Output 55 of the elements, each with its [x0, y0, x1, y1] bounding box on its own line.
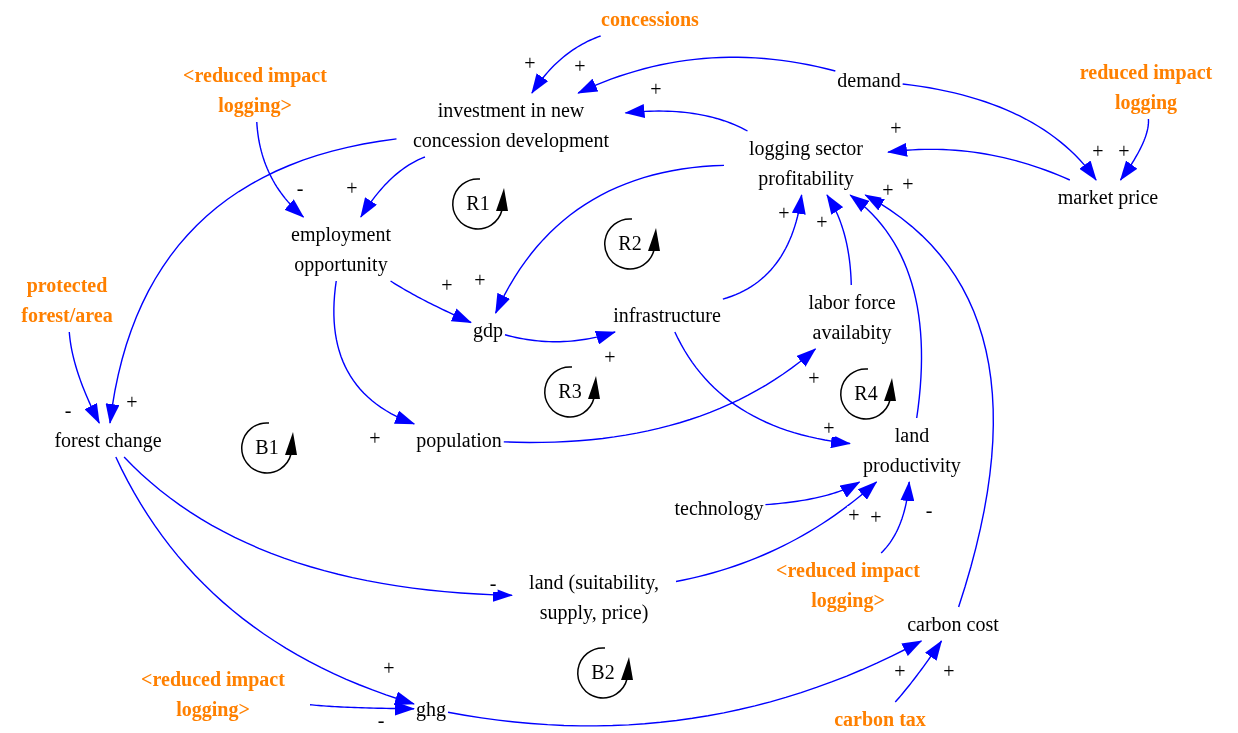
causal-link-arrow [894, 640, 943, 703]
causal-link-arrow [309, 701, 415, 716]
causal-link-arrow [880, 481, 915, 554]
loop-label: R1 [466, 192, 490, 214]
causal-link-arrow [360, 156, 426, 218]
variable-label: land productivity [852, 420, 972, 480]
loop-label: B2 [591, 661, 615, 683]
variable-label: technology [674, 493, 764, 523]
loop-label: B1 [255, 436, 279, 458]
variable-label: infrastructure [613, 300, 721, 330]
polarity-sign: + [822, 419, 836, 437]
causal-link-arrow [887, 142, 1071, 181]
causal-link-arrow [1119, 118, 1150, 181]
variable-label: population [416, 425, 502, 455]
causal-link-arrow [826, 194, 852, 286]
policy-variable-label: carbon tax [834, 704, 926, 733]
policy-variable-label: <reduced impact logging> [118, 664, 308, 724]
variable-label: forest change [54, 425, 162, 455]
variable-label: land (suitability, supply, price) [514, 567, 674, 627]
causal-link-arrow [68, 331, 100, 424]
variable-label: investment in new concession development [398, 95, 624, 155]
causal-link-arrow [864, 194, 994, 608]
causal-link-arrow [123, 456, 513, 602]
policy-variable-label: protected forest/area [7, 270, 127, 330]
causal-link-arrow [722, 194, 806, 300]
causal-link-arrow [105, 138, 398, 424]
causal-link-arrow [115, 456, 415, 705]
causal-link-arrow [849, 194, 923, 419]
loop-label: R2 [618, 232, 642, 254]
policy-variable-label: <reduced impact logging> [160, 60, 350, 120]
polarity-sign: + [881, 181, 895, 199]
causal-link-arrow [333, 280, 416, 425]
causal-link-arrow [674, 331, 851, 449]
causal-link-arrow [256, 121, 305, 218]
causal-link-arrow [531, 35, 602, 94]
causal-link-arrow [389, 280, 472, 324]
causal-link-arrow [675, 481, 878, 583]
variable-label: ghg [416, 694, 446, 724]
causal-link-arrow [624, 104, 749, 132]
variable-label: demand [837, 65, 901, 95]
causal-link-arrow [504, 331, 616, 345]
causal-link-arrow [494, 164, 725, 314]
variable-label: labor force availabity [787, 287, 917, 347]
variable-label: employment opportunity [276, 219, 406, 279]
policy-variable-label: reduced impact logging [1066, 57, 1226, 117]
causal-link-arrow [447, 640, 923, 727]
causal-link-arrow [577, 56, 837, 94]
causal-link-arrow [503, 348, 817, 444]
policy-variable-label: concessions [601, 4, 699, 34]
variable-label: gdp [473, 315, 503, 345]
variable-label: market price [1057, 182, 1159, 212]
causal-link-arrow [901, 83, 1097, 181]
causal-link-arrow [764, 481, 861, 506]
loop-label: R4 [854, 382, 878, 404]
loop-label: R3 [558, 380, 582, 402]
